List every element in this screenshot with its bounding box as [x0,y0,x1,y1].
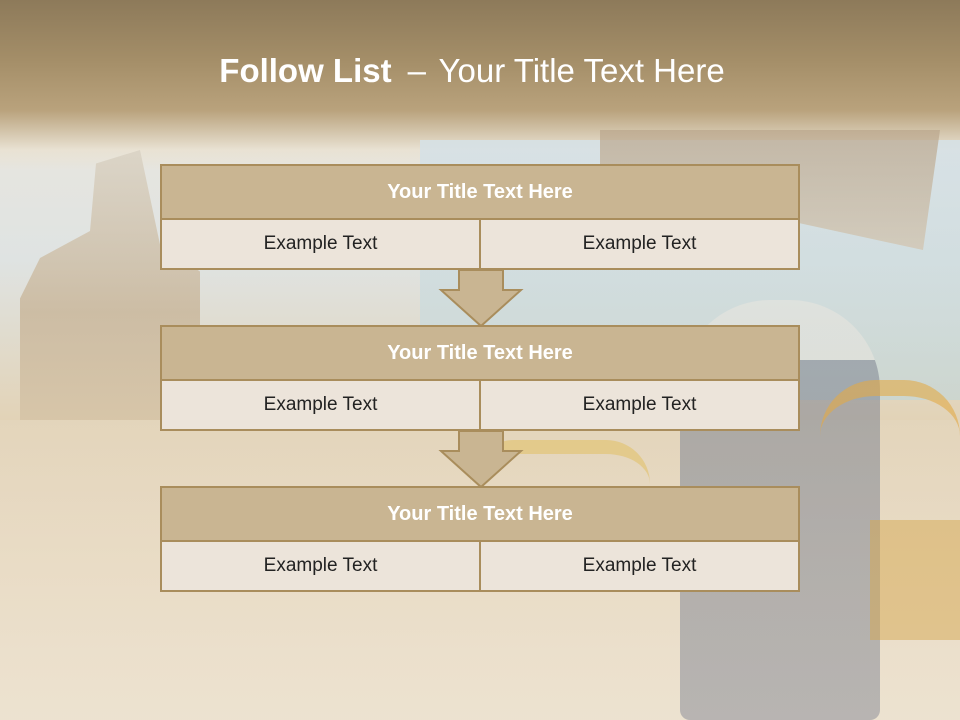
step-cell-right: Example Text [481,542,800,592]
step-cell-right: Example Text [481,381,800,431]
step-heading: Your Title Text Here [160,486,800,542]
title-dash: – [407,52,426,89]
step-row: Example Text Example Text [160,381,800,431]
slide-title: Follow List– Your Title Text Here [0,52,944,90]
background-hose [820,380,960,436]
step-cell-left: Example Text [160,542,481,592]
step-heading: Your Title Text Here [160,325,800,381]
step-block-2: Your Title Text Here Example Text Exampl… [160,325,800,431]
step-row: Example Text Example Text [160,220,800,270]
background-truck [870,520,960,640]
step-cell-left: Example Text [160,381,481,431]
step-cell-right: Example Text [481,220,800,270]
step-block-1: Your Title Text Here Example Text Exampl… [160,164,800,270]
step-block-3: Your Title Text Here Example Text Exampl… [160,486,800,592]
title-rest: Your Title Text Here [438,52,725,89]
title-strong: Follow List [219,52,392,89]
step-heading: Your Title Text Here [160,164,800,220]
down-arrow-icon [438,270,524,328]
down-arrow-icon [438,431,524,489]
step-row: Example Text Example Text [160,542,800,592]
step-cell-left: Example Text [160,220,481,270]
